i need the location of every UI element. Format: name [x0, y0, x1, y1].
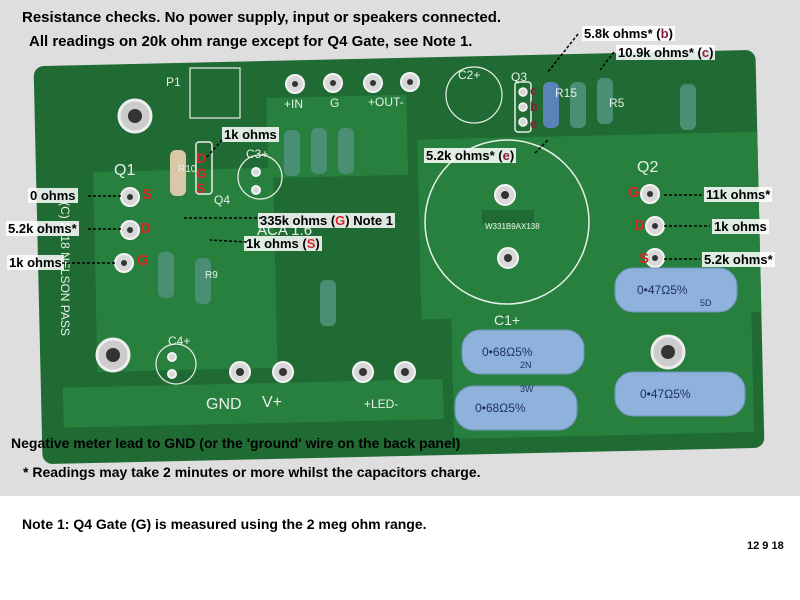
mounting-holes	[95, 98, 686, 373]
header-line-2: All readings on 20k ohm range except for…	[29, 33, 473, 50]
q3-e-reading: 5.2k ohms*	[426, 148, 495, 163]
silk-c1: C1+	[494, 312, 521, 328]
q3-pin-c-marker: c	[530, 83, 538, 98]
silk-q4: Q4	[214, 193, 231, 207]
silk-led: +LED-	[364, 397, 399, 411]
q2-d-reading: 1k ohms	[712, 219, 769, 234]
meter-lead-note: Negative meter lead to GND (or the 'grou…	[11, 435, 461, 451]
silk-g: G	[330, 96, 340, 110]
silk-vplus: V+	[262, 394, 283, 411]
silk-q2: Q2	[637, 159, 659, 176]
silk-gnd: GND	[206, 396, 242, 413]
date-stamp: 12 9 18	[747, 540, 784, 552]
q1-pin-d-marker: D	[140, 220, 151, 237]
q4-pin-g-marker: G	[196, 165, 207, 181]
power-resistor-label-4: 0•47Ω5%	[640, 387, 691, 401]
power-resistor-code-5d: 5D	[700, 298, 712, 308]
silk-out: +OUT-	[368, 95, 404, 109]
silk-c3: C3+	[246, 147, 269, 161]
q3-b-letter: b	[660, 26, 669, 41]
q2-s-reading: 5.2k ohms*	[702, 252, 775, 267]
q4-pin-s-marker: S	[196, 180, 206, 196]
q3-e-annotation: 5.2k ohms* (e)	[424, 148, 517, 163]
pad-holes	[121, 79, 658, 376]
q4-s-reading: 1k ohms	[246, 236, 299, 251]
silk-r10: R10	[178, 164, 197, 175]
q1-pin-g-marker: G	[137, 252, 149, 269]
q3-c-annotation: 10.9k ohms* (c)	[616, 45, 716, 60]
power-resistor-code-2n: 2N	[520, 360, 532, 370]
header-line-1: Resistance checks. No power supply, inpu…	[22, 9, 502, 26]
q4-g-annotation: 335k ohms (G) Note 1	[258, 213, 395, 228]
silk-p1: P1	[166, 75, 181, 89]
silk-r9: R9	[205, 270, 218, 281]
q3-c-letter: c	[701, 45, 710, 60]
silk-r15: R15	[555, 86, 578, 100]
silk-q1: Q1	[114, 162, 136, 179]
q1-s-reading: 0 ohms	[28, 188, 78, 203]
q1-g-reading: 1k ohms	[7, 255, 64, 270]
q3-e-letter: e	[502, 148, 510, 163]
note-1: Note 1: Q4 Gate (G) is measured using th…	[22, 516, 427, 532]
power-resistor-label-3: 0•47Ω5%	[637, 283, 688, 297]
q3-c-reading: 10.9k ohms*	[618, 45, 694, 60]
power-resistors	[454, 267, 746, 431]
silk-q3: Q3	[511, 70, 528, 84]
q4-pin-d-marker: D	[196, 150, 207, 166]
q2-pin-g-marker: G	[628, 184, 640, 201]
power-resistor-label-1: 0•68Ω5%	[482, 345, 533, 359]
q2-pin-d-marker: D	[634, 217, 645, 234]
q1-pin-s-marker: S	[142, 186, 153, 203]
silk-in: +IN	[284, 97, 304, 111]
small-resistors	[158, 78, 696, 326]
silk-c4: C4+	[168, 334, 191, 348]
q4-g-note: Note 1	[353, 213, 393, 228]
q3-b-reading: 5.8k ohms*	[584, 26, 653, 41]
silk-cap-code: W331B9AX138	[485, 222, 540, 231]
c1-capacitor-outline	[424, 139, 590, 305]
q3-pin-e-marker: e	[530, 116, 538, 131]
q4-s-letter: S	[306, 236, 316, 251]
q4-d-reading: 1k ohms	[222, 127, 279, 142]
power-resistor-label-2: 0•68Ω5%	[475, 401, 526, 415]
q2-pin-s-marker: S	[639, 250, 650, 267]
silk-r5: R5	[609, 96, 625, 110]
silk-c2: C2+	[458, 68, 481, 82]
q4-g-letter: G	[335, 213, 346, 228]
charge-note: * Readings may take 2 minutes or more wh…	[23, 464, 481, 480]
transistor-pads	[195, 81, 532, 195]
q1-d-reading: 5.2k ohms*	[6, 221, 79, 236]
q2-g-reading: 11k ohms*	[704, 187, 773, 202]
power-resistor-code-3w: 3W	[520, 384, 534, 394]
q4-s-annotation: 1k ohms (S)	[244, 236, 322, 251]
q4-g-reading: 335k ohms	[260, 213, 328, 228]
q3-b-annotation: 5.8k ohms* (b)	[582, 26, 675, 41]
q3-pin-b-marker: b	[530, 99, 538, 114]
